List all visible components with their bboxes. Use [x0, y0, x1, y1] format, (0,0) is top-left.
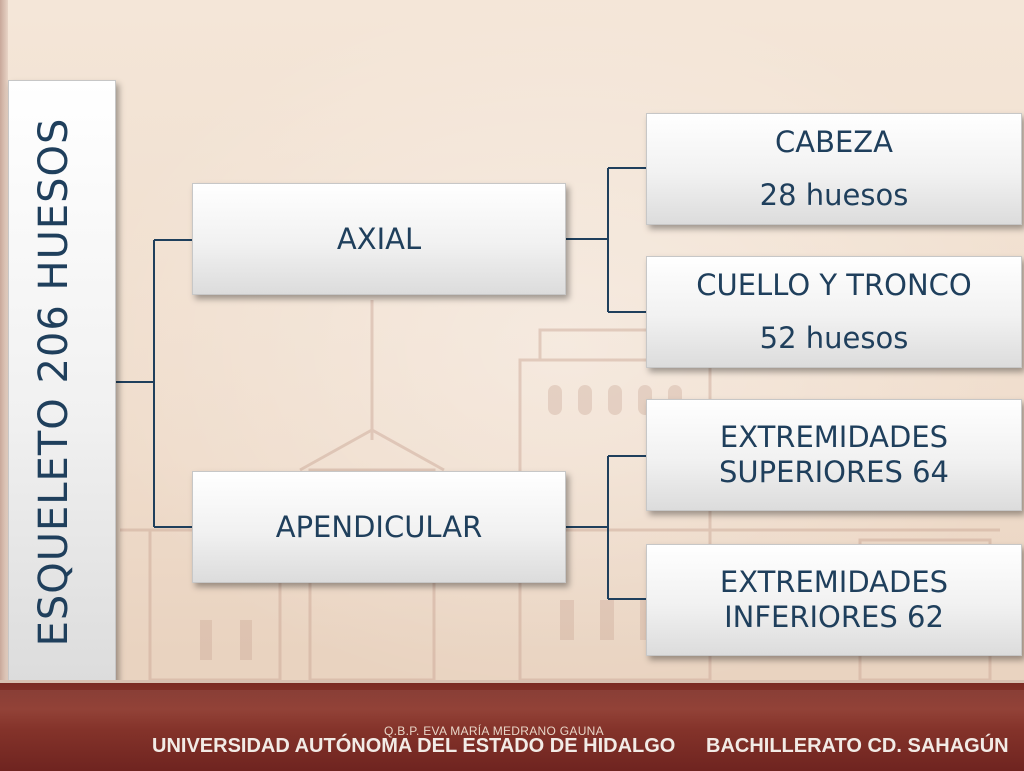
node-cuello-tronco-count: 52 huesos	[759, 321, 909, 355]
root-node-box	[8, 80, 116, 684]
root-node-label: ESQUELETO 206 HUESOS	[31, 117, 77, 647]
footer-highlight	[0, 690, 1024, 730]
node-inferiores-line1: EXTREMIDADES	[719, 565, 949, 600]
node-extremidades-inferiores: EXTREMIDADES INFERIORES 62	[646, 544, 1022, 656]
node-cabeza-count: 28 huesos	[759, 178, 909, 212]
node-cabeza-title: CABEZA	[774, 125, 893, 160]
school-name: BACHILLERATO CD. SAHAGÚN	[706, 735, 1009, 757]
node-extremidades-superiores: EXTREMIDADES SUPERIORES 64	[646, 399, 1022, 511]
node-axial-label: AXIAL	[336, 222, 422, 256]
node-inferiores-line2: INFERIORES 62	[724, 600, 944, 634]
author-credit: Q.B.P. EVA MARÍA MEDRANO GAUNA	[384, 724, 604, 738]
footer-bar	[0, 680, 1024, 771]
node-cabeza: CABEZA 28 huesos	[646, 113, 1022, 225]
node-apendicular: APENDICULAR	[192, 471, 566, 583]
university-name: UNIVERSIDAD AUTÓNOMA DEL ESTADO DE HIDAL…	[152, 735, 676, 757]
node-cuello-tronco-title: CUELLO Y TRONCO	[696, 268, 972, 303]
node-apendicular-label: APENDICULAR	[275, 510, 483, 544]
node-superiores-line1: EXTREMIDADES	[719, 420, 949, 455]
node-axial: AXIAL	[192, 183, 566, 295]
node-cuello-tronco: CUELLO Y TRONCO 52 huesos	[646, 256, 1022, 368]
node-superiores-line2: SUPERIORES 64	[719, 455, 949, 489]
left-edge-strip	[0, 0, 8, 768]
